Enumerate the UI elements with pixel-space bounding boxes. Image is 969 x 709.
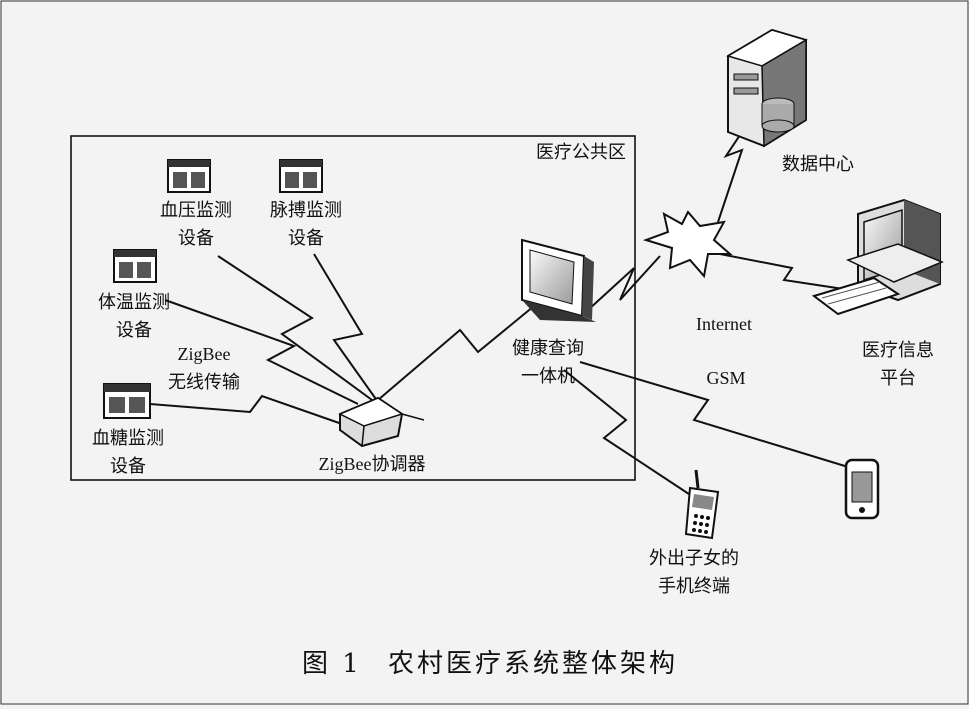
link-kiosk-internet	[587, 255, 661, 311]
internet-label: Internet	[696, 314, 752, 334]
zigbee-wireless-label-2: 无线传输	[168, 372, 240, 393]
link-kiosk-mobile	[579, 361, 859, 471]
label-pulse-2: 设备	[288, 228, 324, 249]
device-icon-blood-sugar	[103, 383, 151, 419]
device-icon-blood-pressure	[167, 159, 211, 193]
figure-number: 图 1	[302, 649, 362, 679]
phone-terminal-label-2: 手机终端	[658, 576, 730, 597]
label-temperature: 体温监测	[98, 292, 170, 313]
link-kiosk-phone	[563, 369, 699, 501]
platform-label: 医疗信息	[862, 340, 934, 361]
wireless-links	[149, 119, 859, 501]
smartphone-icon	[844, 458, 880, 520]
figure-title: 农村医疗系统整体架构	[388, 649, 678, 679]
platform-label-2: 平台	[880, 368, 916, 389]
kiosk-label-2: 一体机	[521, 366, 575, 387]
label-pulse: 脉搏监测	[270, 200, 342, 221]
label-blood-sugar-2: 设备	[110, 456, 146, 477]
internet-cloud-icon	[642, 210, 733, 279]
kiosk-label: 健康查询	[512, 338, 584, 359]
link-internet-datacenter	[717, 119, 751, 223]
kiosk-monitor-icon	[521, 238, 596, 322]
zigbee-wireless-label: ZigBee	[178, 344, 231, 364]
link-internet-platform	[719, 253, 851, 291]
zone-label: 医疗公共区	[536, 142, 626, 163]
link-blood-sugar	[149, 394, 343, 425]
pc-icon	[811, 198, 944, 316]
link-coordinator-kiosk	[377, 305, 535, 401]
device-icon-temperature	[113, 249, 157, 283]
phone-terminal-label: 外出子女的	[649, 548, 739, 569]
link-pulse	[313, 253, 379, 403]
label-blood-pressure-2: 设备	[178, 228, 214, 249]
coordinator-icon	[338, 396, 425, 448]
label-temperature-2: 设备	[116, 320, 152, 341]
mobile-phone-icon	[684, 469, 720, 540]
data-center-label: 数据中心	[782, 154, 854, 175]
device-icon-pulse	[279, 159, 323, 193]
server-icon	[726, 28, 808, 148]
gsm-label: GSM	[706, 368, 745, 388]
label-blood-sugar: 血糖监测	[92, 428, 164, 449]
medical-zone-box	[70, 135, 636, 481]
link-blood-pressure	[217, 255, 373, 401]
link-temperature	[164, 299, 359, 405]
coordinator-label: ZigBee协调器	[319, 454, 426, 474]
label-blood-pressure: 血压监测	[160, 200, 232, 221]
